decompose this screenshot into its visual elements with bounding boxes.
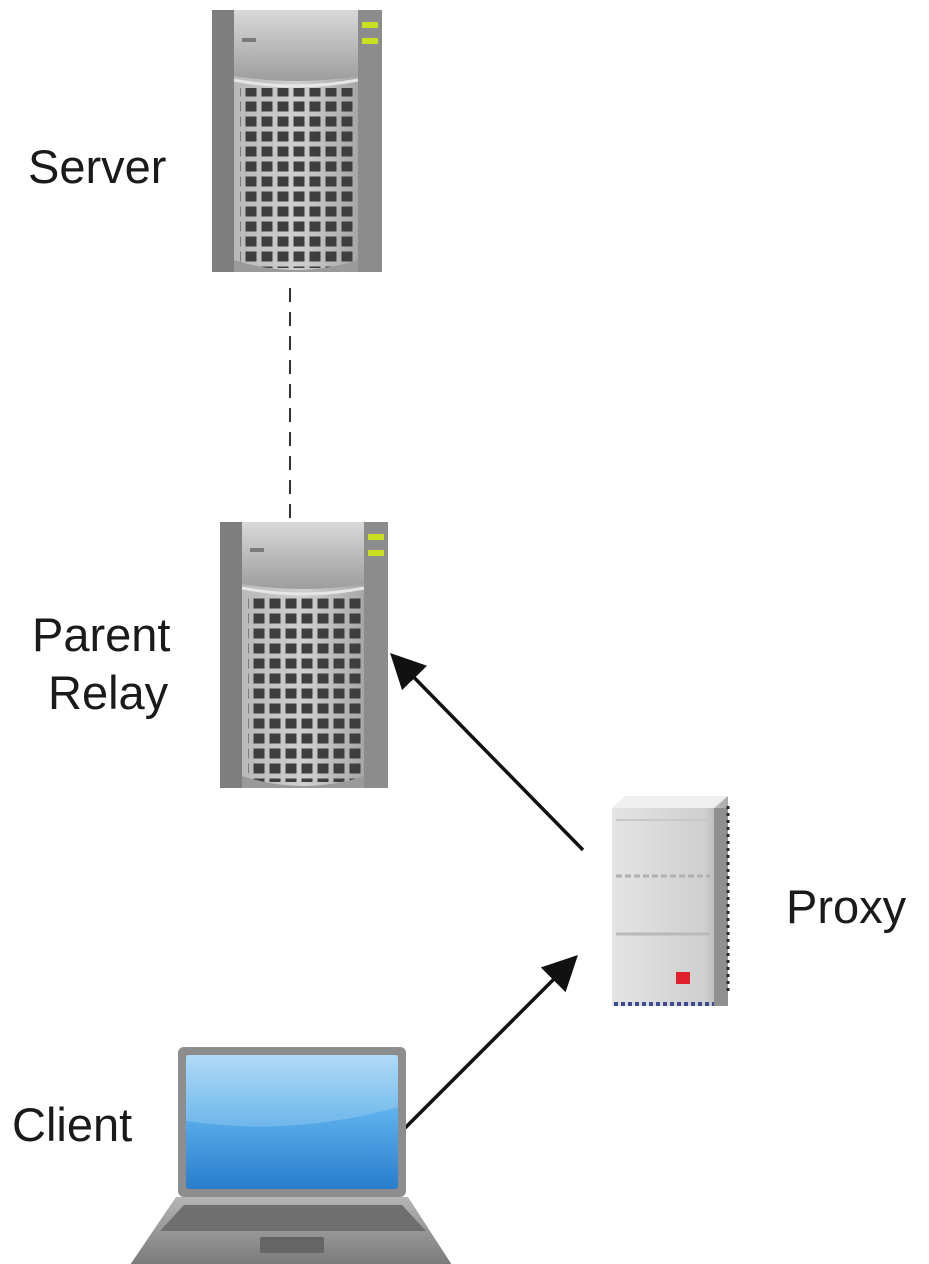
parent-relay-label-line1: Parent xyxy=(32,608,171,661)
server-tower-icon xyxy=(212,10,382,272)
client-label: Client xyxy=(12,1098,133,1151)
arrow-client-to-proxy xyxy=(403,955,578,1130)
server-label: Server xyxy=(28,140,167,193)
arrow-proxy-to-relay xyxy=(390,652,585,852)
client-laptop-icon xyxy=(130,1047,452,1264)
proxy-label: Proxy xyxy=(786,880,907,933)
parent-relay-tower-icon xyxy=(220,522,388,788)
proxy-server-icon xyxy=(612,796,730,1006)
parent-relay-label-line2: Relay xyxy=(48,666,169,719)
